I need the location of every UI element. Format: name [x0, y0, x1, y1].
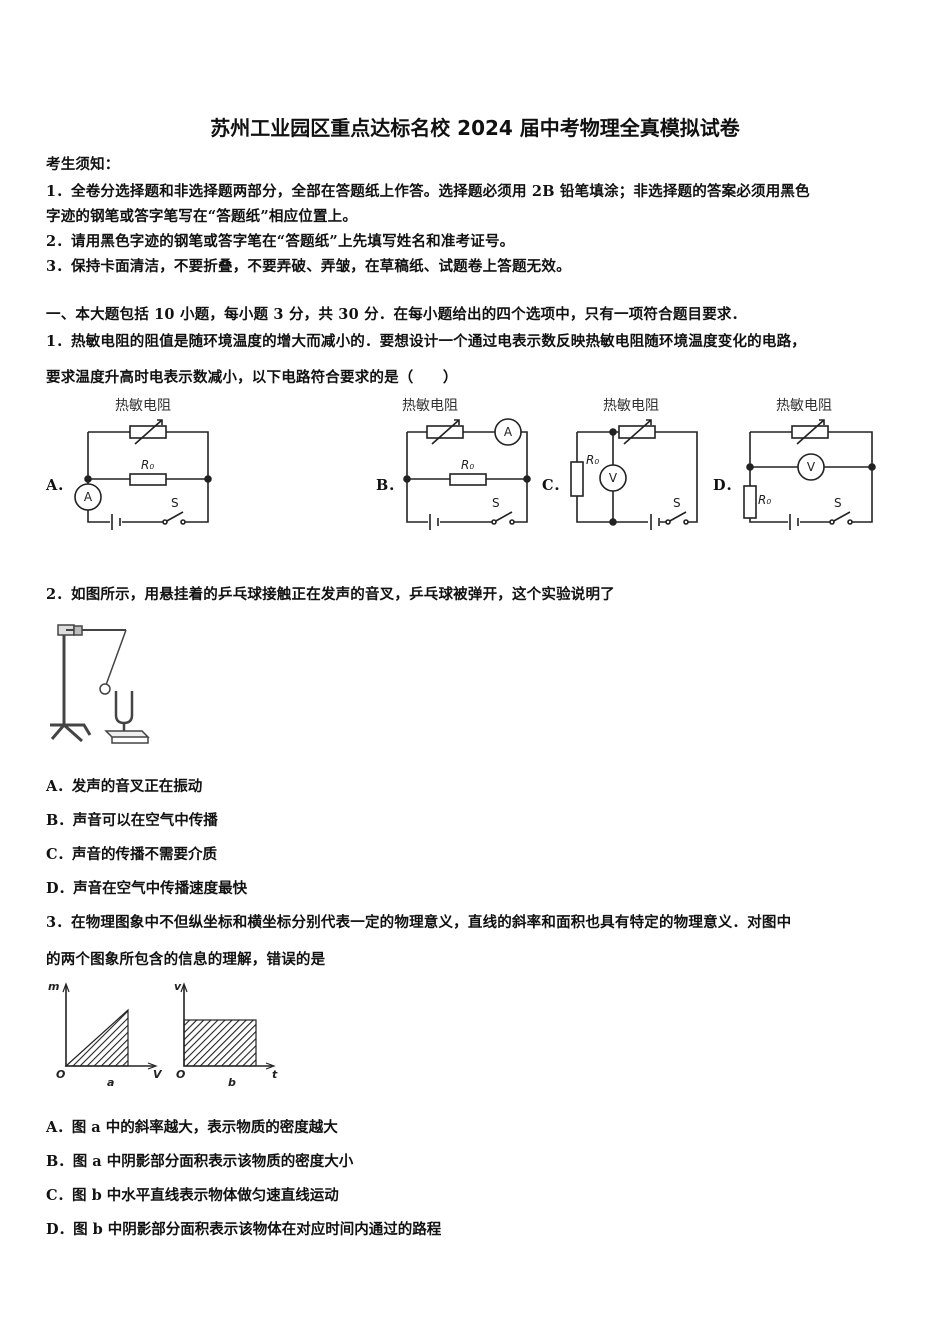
circuit-a — [74, 419, 209, 530]
q3-option-a: A．图 a 中的斜率越大，表示物质的密度越大 — [46, 1119, 338, 1136]
graph-a-x-label: V — [153, 1068, 163, 1081]
r0-label: R₀ — [586, 453, 599, 467]
thermistor-label: 热敏电阻 — [115, 398, 171, 414]
option-a-label: A． — [46, 477, 72, 494]
q3-option-d: D．图 b 中阴影部分面积表示该物体在对应时间内通过的路程 — [46, 1221, 442, 1238]
graph-a-caption: a — [107, 1076, 114, 1089]
q3-option-c: C．图 b 中水平直线表示物体做匀速直线运动 — [46, 1187, 339, 1204]
switch-label: S — [171, 496, 179, 510]
thermistor-arrow — [134, 419, 163, 445]
tuning-fork — [114, 691, 134, 731]
circuit-c — [570, 419, 698, 530]
r0-label: R₀ — [758, 493, 771, 507]
option-b-label: B． — [376, 477, 403, 494]
question-3-graphs: m O V a v O t b — [48, 980, 278, 1089]
r0-resistor — [743, 485, 757, 519]
section-heading: 一、本大题包括 10 小题，每小题 3 分，共 30 分．在每小题给出的四个选项… — [46, 306, 747, 323]
question-3-line-1: 3．在物理图象中不但纵坐标和横坐标分别代表一定的物理意义，直线的斜率和面积也具有… — [46, 914, 792, 931]
switch-label: S — [834, 496, 842, 510]
graph-a-y-label: m — [48, 980, 59, 993]
r0-label: R₀ — [141, 458, 154, 472]
voltmeter-label: V — [807, 460, 816, 474]
graph-b — [180, 982, 276, 1070]
switch-label: S — [673, 496, 681, 510]
graph-a — [62, 982, 158, 1070]
notice-item: 3．保持卡面清洁，不要折叠，不要弄破、弄皱，在草稿纸、试题卷上答题无效。 — [46, 258, 571, 275]
r0-resistor — [570, 461, 584, 497]
switch-symbol — [164, 511, 184, 523]
graph-b-origin: O — [176, 1068, 185, 1081]
q2-option-b: B．声音可以在空气中传播 — [46, 812, 218, 829]
graph-a-origin: O — [56, 1068, 65, 1081]
r0-resistor — [129, 473, 167, 486]
notice-item: 字迹的钢笔或答字笔写在“答题纸”相应位置上。 — [46, 208, 358, 225]
q2-option-c: C．声音的传播不需要介质 — [46, 846, 218, 863]
voltmeter-symbol — [599, 464, 627, 492]
thermistor-label: 热敏电阻 — [603, 398, 659, 414]
option-c-label: C． — [542, 477, 569, 494]
graph-b-shaded-area — [183, 1019, 257, 1067]
q2-option-d: D．声音在空气中传播速度最快 — [46, 880, 248, 897]
thermistor-label: 热敏电阻 — [776, 398, 832, 414]
circuit-b — [406, 418, 528, 530]
notice-item: 1．全卷分选择题和非选择题两部分，全部在答题纸上作答。选择题必须用 2B 铅笔填… — [46, 183, 810, 200]
page-title: 苏州工业园区重点达标名校 2024 届中考物理全真模拟试卷 — [210, 116, 740, 140]
ammeter-symbol — [494, 418, 522, 446]
ammeter-symbol — [74, 483, 102, 511]
tuning-fork-figure — [50, 624, 150, 744]
circuit-d — [743, 419, 873, 530]
graph-a-shaded-area — [64, 1008, 129, 1067]
question-1-line-2: 要求温度升高时电表示数减小，以下电路符合要求的是（ ） — [46, 369, 458, 386]
notice-heading: 考生须知： — [46, 156, 120, 173]
voltmeter-label: V — [609, 471, 618, 485]
switch-label: S — [492, 496, 500, 510]
voltmeter-symbol — [797, 453, 825, 481]
option-d-label: D． — [713, 477, 741, 494]
question-2-stem: 2．如图所示，用悬挂着的乒乓球接触正在发声的音叉，乒乓球被弹开，这个实验说明了 — [46, 586, 615, 603]
ammeter-label: A — [84, 490, 93, 504]
question-1-circuits: 热敏电阻 热敏电阻 热敏电阻 热敏电阻 R₀ R₀ R₀ R₀ S S S S … — [74, 398, 876, 530]
graph-b-x-label: t — [272, 1068, 278, 1081]
r0-resistor — [449, 473, 487, 486]
ping-pong-ball — [99, 683, 111, 695]
q2-option-a: A．发声的音叉正在振动 — [46, 778, 203, 795]
question-1-line-1: 1．热敏电阻的阻值是随环境温度的增大而减小的．要想设计一个通过电表示数反映热敏电… — [46, 333, 806, 350]
graph-b-y-label: v — [174, 980, 182, 993]
thermistor-label: 热敏电阻 — [402, 398, 458, 414]
ammeter-label: A — [504, 425, 513, 439]
q3-option-b: B．图 a 中阴影部分面积表示该物质的密度大小 — [46, 1153, 354, 1170]
r0-label: R₀ — [461, 458, 474, 472]
notice-item: 2．请用黑色字迹的钢笔或答字笔在“答题纸”上先填写姓名和准考证号。 — [46, 233, 515, 250]
question-3-line-2: 的两个图象所包含的信息的理解，错误的是 — [46, 951, 326, 968]
graph-b-caption: b — [228, 1076, 236, 1089]
